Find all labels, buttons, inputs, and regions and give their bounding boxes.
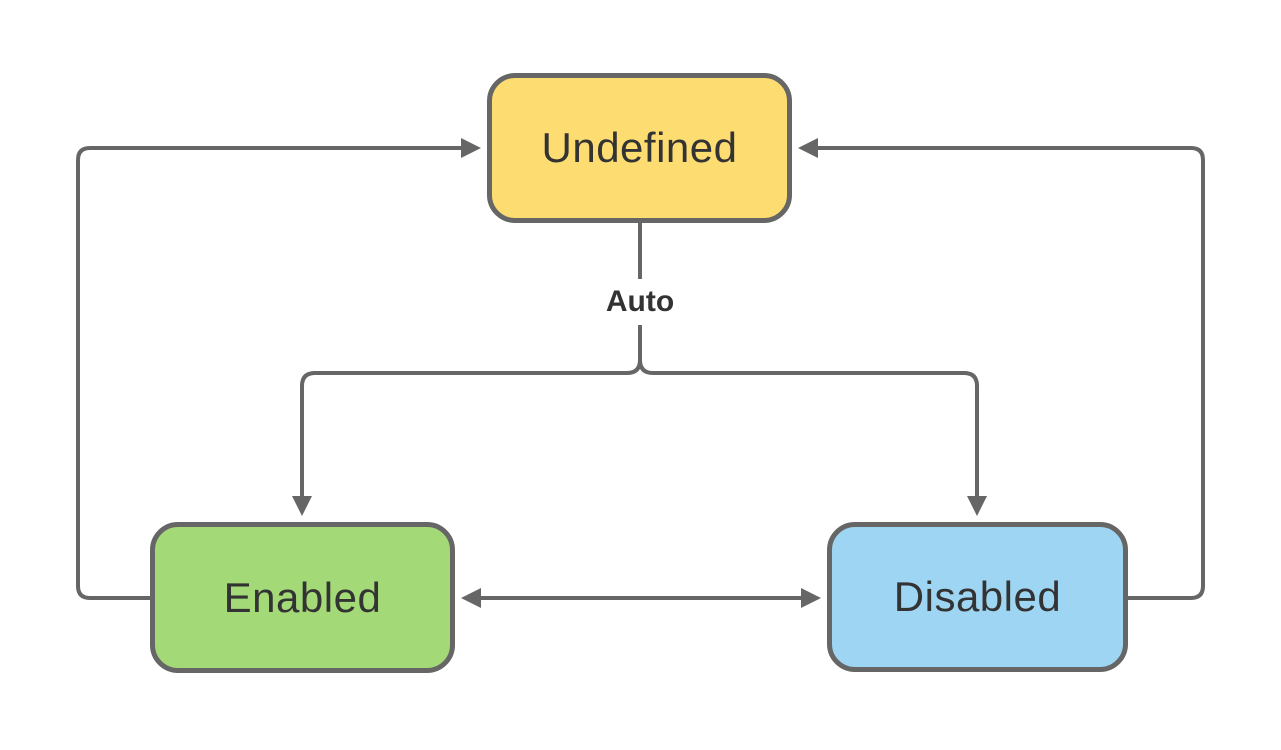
edge-enabled-to-undefined [76,138,481,600]
edge-label-auto: Auto [597,279,683,325]
edge-disabled-to-undefined [798,138,1205,600]
node-enabled-label: Enabled [223,573,382,621]
node-enabled: Enabled [150,522,455,673]
node-undefined: Undefined [487,73,792,223]
edge-undefined-to-enabled [292,222,642,516]
node-disabled-label: Disabled [893,573,1062,620]
edge-undefined-to-disabled [638,222,987,516]
node-undefined-label: Undefined [541,124,738,171]
node-disabled: Disabled [827,522,1128,672]
